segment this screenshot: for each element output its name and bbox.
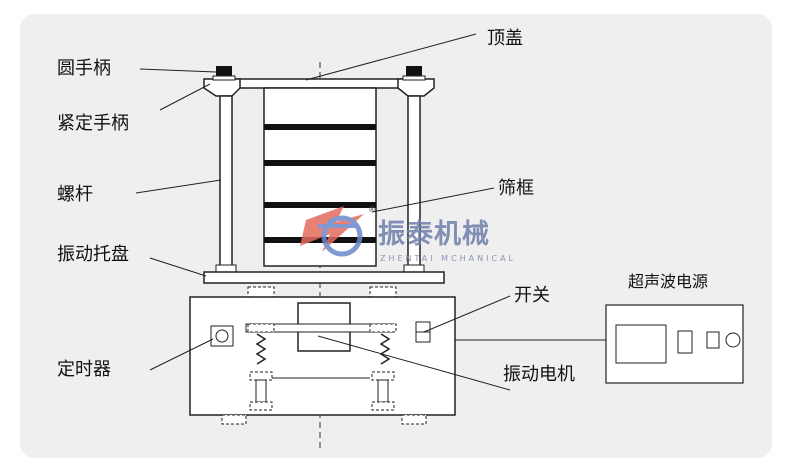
- left-lower-post: [255, 379, 267, 403]
- leader-vibration-motor: [317, 335, 511, 391]
- label-screw-rod: 螺杆: [57, 184, 93, 205]
- right-lower-post: [377, 379, 389, 403]
- sieve-band-3: [264, 202, 376, 208]
- power-knob: [725, 332, 741, 348]
- left-lower-support: [249, 371, 273, 381]
- label-ultrasonic-power: 超声波电源: [628, 272, 709, 291]
- left-nut-base: [212, 75, 236, 81]
- tray-support-right: [369, 286, 397, 298]
- leader-sieve-frame: [371, 187, 495, 213]
- sieve-band-2: [264, 160, 376, 166]
- top-cover-right-end: [397, 78, 435, 97]
- power-slot-2: [706, 331, 720, 349]
- label-top-cover: 顶盖: [487, 28, 523, 49]
- left-spring: [255, 333, 267, 365]
- watermark-reg-mark: ®: [368, 205, 376, 214]
- tray-support-left: [247, 286, 275, 298]
- label-vibration-motor: 振动电机: [503, 364, 575, 385]
- watermark-text: 振泰机械: [378, 219, 490, 250]
- leader-switch: [423, 295, 511, 333]
- power-slot-1: [677, 330, 693, 354]
- watermark-logo-icon: [300, 206, 364, 257]
- right-nut-base: [402, 75, 426, 81]
- base-foot-right: [401, 414, 427, 425]
- right-lower-support: [371, 371, 395, 381]
- sieve-band-1: [264, 124, 376, 130]
- label-tighten-handle: 紧定手柄: [57, 113, 129, 134]
- base-foot-left: [221, 414, 247, 425]
- left-screw-rod: [219, 95, 233, 273]
- label-sieve-frame: 筛框: [498, 178, 534, 199]
- top-cover: [235, 78, 407, 89]
- label-timer: 定时器: [57, 359, 111, 380]
- right-spring: [379, 333, 391, 365]
- vibration-tray: [203, 271, 445, 284]
- motor-mount-left: [247, 323, 275, 333]
- leader-timer: [149, 338, 214, 371]
- leader-round-handle: [139, 68, 217, 73]
- motor-mount-right: [369, 323, 397, 333]
- watermark-subtext: ZHENTAI MCHANICAL: [380, 254, 517, 263]
- leader-vibration-tray: [149, 257, 207, 277]
- label-vibration-tray: 振动托盘: [57, 244, 129, 265]
- label-switch: 开关: [514, 285, 550, 306]
- power-display: [615, 324, 667, 364]
- leader-tighten-handle: [159, 83, 211, 111]
- leader-screw-rod: [135, 179, 222, 194]
- sieve-band-4: [264, 237, 376, 243]
- left-lower-foot: [249, 401, 273, 411]
- leader-top-cover: [305, 33, 477, 81]
- label-round-handle: 圆手柄: [57, 58, 111, 79]
- timer-knob: [215, 329, 229, 343]
- top-cover-left-end: [203, 78, 241, 97]
- right-lower-foot: [371, 401, 395, 411]
